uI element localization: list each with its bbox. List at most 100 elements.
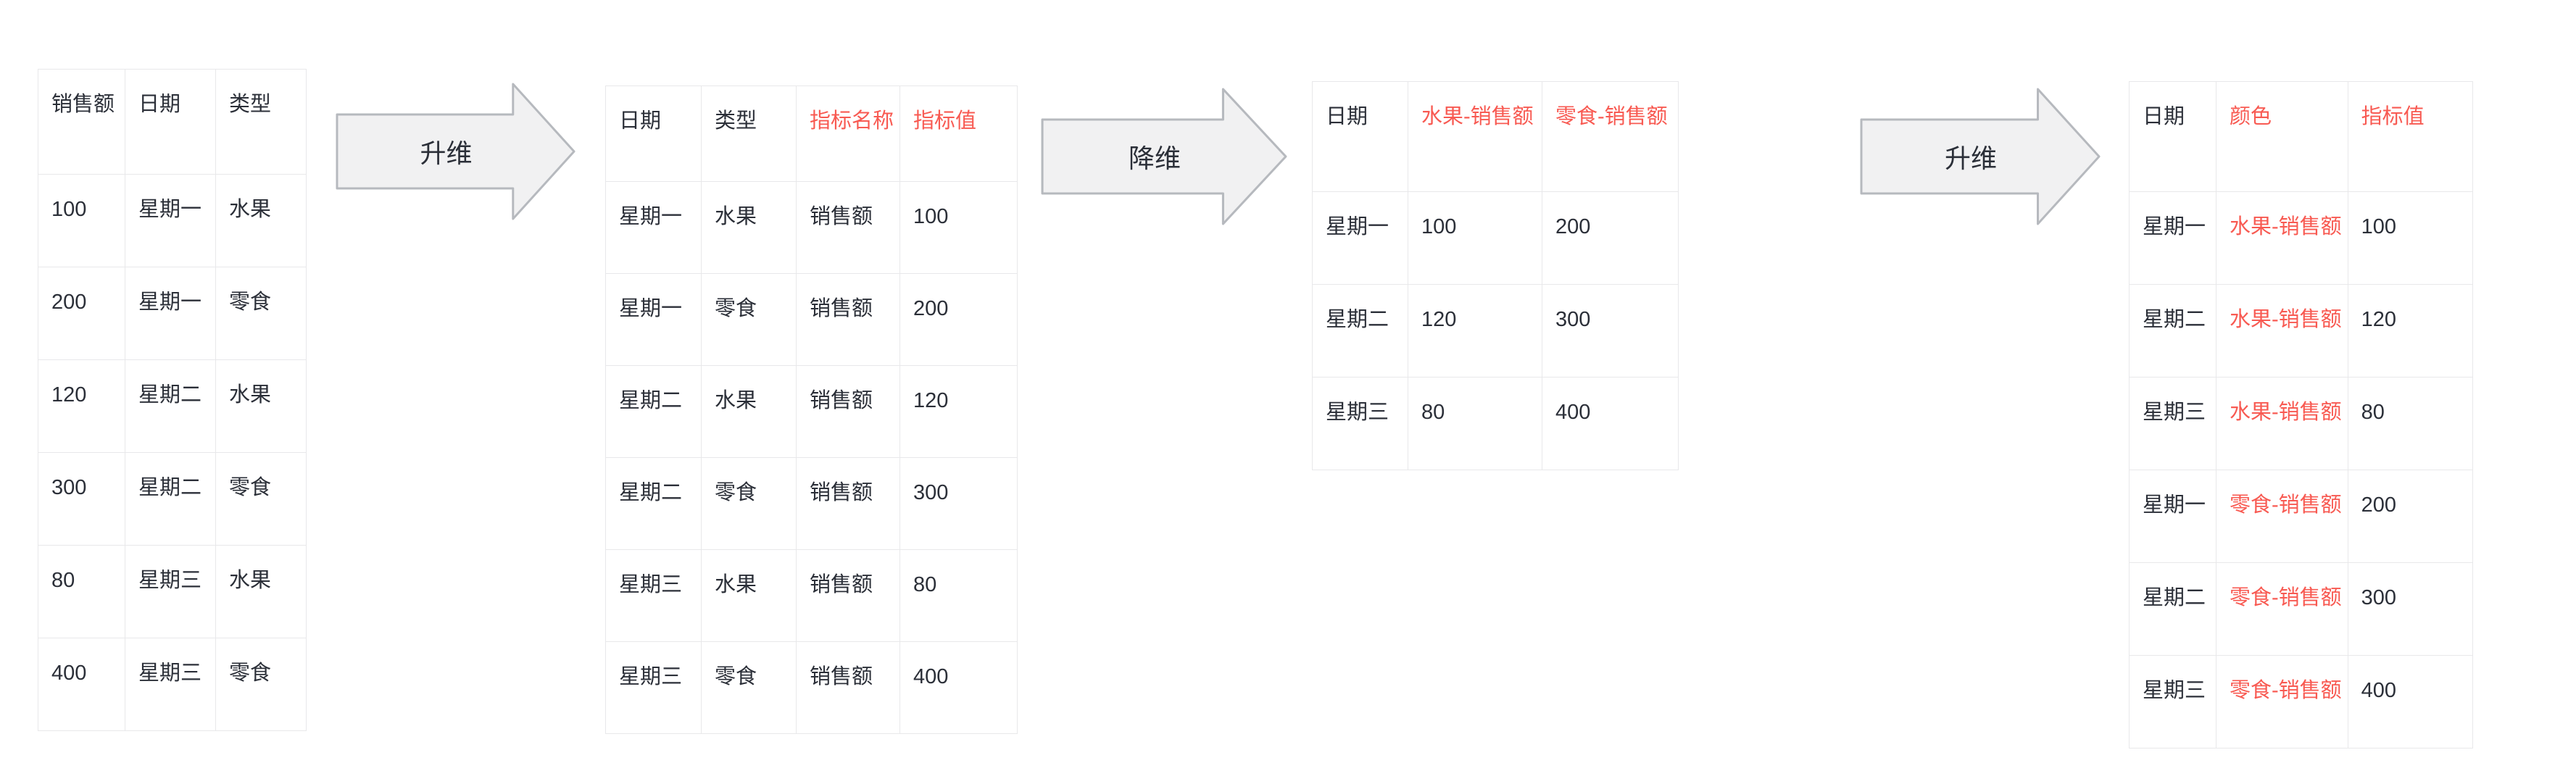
table-indicator-long: 日期 类型 指标名称 指标值 星期一 水果 销售额 100 星期一 零食 销售额… [605,86,1018,734]
header-cell: 指标值 [899,86,1018,182]
table-row: 星期二 水果-销售额 120 [2129,284,2473,378]
table-cell: 80 [2347,377,2473,470]
table-cell: 星期一 [125,267,216,360]
header-cell: 类型 [701,86,797,182]
table-cell: 星期一 [605,181,702,274]
table-row: 星期一 零食-销售额 200 [2129,470,2473,563]
table-cell: 销售额 [795,641,901,734]
arrow-label: 升维 [420,138,473,168]
table-row: 星期二 零食 销售额 300 [605,457,1018,550]
table-cell: 300 [899,457,1018,550]
arrow-label: 降维 [1128,143,1181,173]
table-cell: 星期三 [2129,655,2216,748]
table-cell: 销售额 [795,181,901,274]
table-cell: 零食 [215,638,307,731]
table-header-row: 日期 颜色 指标值 [2129,81,2473,192]
table-cell: 120 [38,359,125,453]
table-pivot-wide: 日期 水果-销售额 零食-销售额 星期一 100 200 星期二 120 300… [1312,81,1679,470]
table-cell: 星期二 [125,452,216,546]
table-row: 星期三 零食 销售额 400 [605,641,1018,734]
header-cell: 零食-销售额 [1542,81,1679,192]
table-cell: 星期一 [2129,470,2216,563]
table-cell: 120 [899,365,1018,458]
table-cell: 零食-销售额 [2216,562,2348,656]
table-row: 星期一 零食 销售额 200 [605,273,1018,366]
table-row: 星期三 80 400 [1312,377,1679,470]
table-color-long: 日期 颜色 指标值 星期一 水果-销售额 100 星期二 水果-销售额 120 … [2129,81,2473,748]
table-row: 200 星期一 零食 [38,267,307,360]
table-cell: 星期三 [125,638,216,731]
table-cell: 销售额 [795,273,901,366]
header-cell: 日期 [2129,81,2216,192]
header-cell: 销售额 [38,69,125,175]
table-cell: 400 [38,638,125,731]
table-row: 星期一 水果-销售额 100 [2129,191,2473,285]
table-cell: 零食 [215,267,307,360]
table-row: 星期二 水果 销售额 120 [605,365,1018,458]
table-row: 星期一 水果 销售额 100 [605,181,1018,274]
right-arrow-icon [336,83,576,220]
table-cell: 星期三 [605,549,702,642]
table-cell: 水果 [701,549,797,642]
table-cell: 80 [899,549,1018,642]
arrow-up-dimension-1: 升维 [335,82,576,221]
table-cell: 星期二 [605,365,702,458]
table-cell: 销售额 [795,549,901,642]
table-cell: 水果 [215,545,307,638]
table-cell: 水果-销售额 [2216,191,2348,285]
table-cell: 星期二 [2129,562,2216,656]
table-cell: 零食 [701,457,797,550]
table-sales-source: 销售额 日期 类型 100 星期一 水果 200 星期一 零食 120 星期二 … [38,69,307,731]
table-cell: 100 [38,174,125,267]
table-cell: 星期一 [1312,191,1408,285]
table-cell: 星期二 [605,457,702,550]
table-cell: 100 [1408,191,1542,285]
table-row: 星期三 零食-销售额 400 [2129,655,2473,748]
header-cell: 颜色 [2216,81,2348,192]
header-cell: 指标值 [2347,81,2473,192]
table-cell: 水果 [215,174,307,267]
table-cell: 星期二 [2129,284,2216,378]
table-cell: 销售额 [795,457,901,550]
table-cell: 星期三 [125,545,216,638]
header-cell: 指标名称 [795,86,901,182]
table-row: 星期三 水果 销售额 80 [605,549,1018,642]
header-cell: 日期 [125,69,216,175]
table-row: 星期二 零食-销售额 300 [2129,562,2473,656]
table-cell: 水果 [701,181,797,274]
table-header-row: 日期 水果-销售额 零食-销售额 [1312,81,1679,192]
table-cell: 星期三 [2129,377,2216,470]
table-cell: 销售额 [795,365,901,458]
table-cell: 120 [2347,284,2473,378]
table-cell: 200 [899,273,1018,366]
table-cell: 零食 [215,452,307,546]
header-cell: 日期 [605,86,702,182]
header-cell: 类型 [215,69,307,175]
table-cell: 星期三 [1312,377,1408,470]
table-cell: 300 [1542,284,1679,378]
table-cell: 300 [38,452,125,546]
table-cell: 300 [2347,562,2473,656]
table-cell: 水果-销售额 [2216,377,2348,470]
table-row: 300 星期二 零食 [38,452,307,546]
arrow-up-dimension-2: 升维 [1859,87,2101,226]
table-cell: 100 [899,181,1018,274]
arrow-down-dimension: 降维 [1040,87,1288,226]
header-cell: 日期 [1312,81,1408,192]
right-arrow-icon [1860,88,2101,225]
table-cell: 零食 [701,273,797,366]
arrow-label: 升维 [1944,143,1997,173]
table-cell: 200 [2347,470,2473,563]
table-row: 星期二 120 300 [1312,284,1679,378]
table-cell: 星期二 [1312,284,1408,378]
table-cell: 星期一 [2129,191,2216,285]
table-cell: 零食 [701,641,797,734]
table-header-row: 日期 类型 指标名称 指标值 [605,86,1018,182]
table-cell: 120 [1408,284,1542,378]
table-cell: 星期二 [125,359,216,453]
table-cell: 200 [1542,191,1679,285]
table-cell: 星期一 [605,273,702,366]
table-row: 400 星期三 零食 [38,638,307,731]
table-row: 100 星期一 水果 [38,174,307,267]
